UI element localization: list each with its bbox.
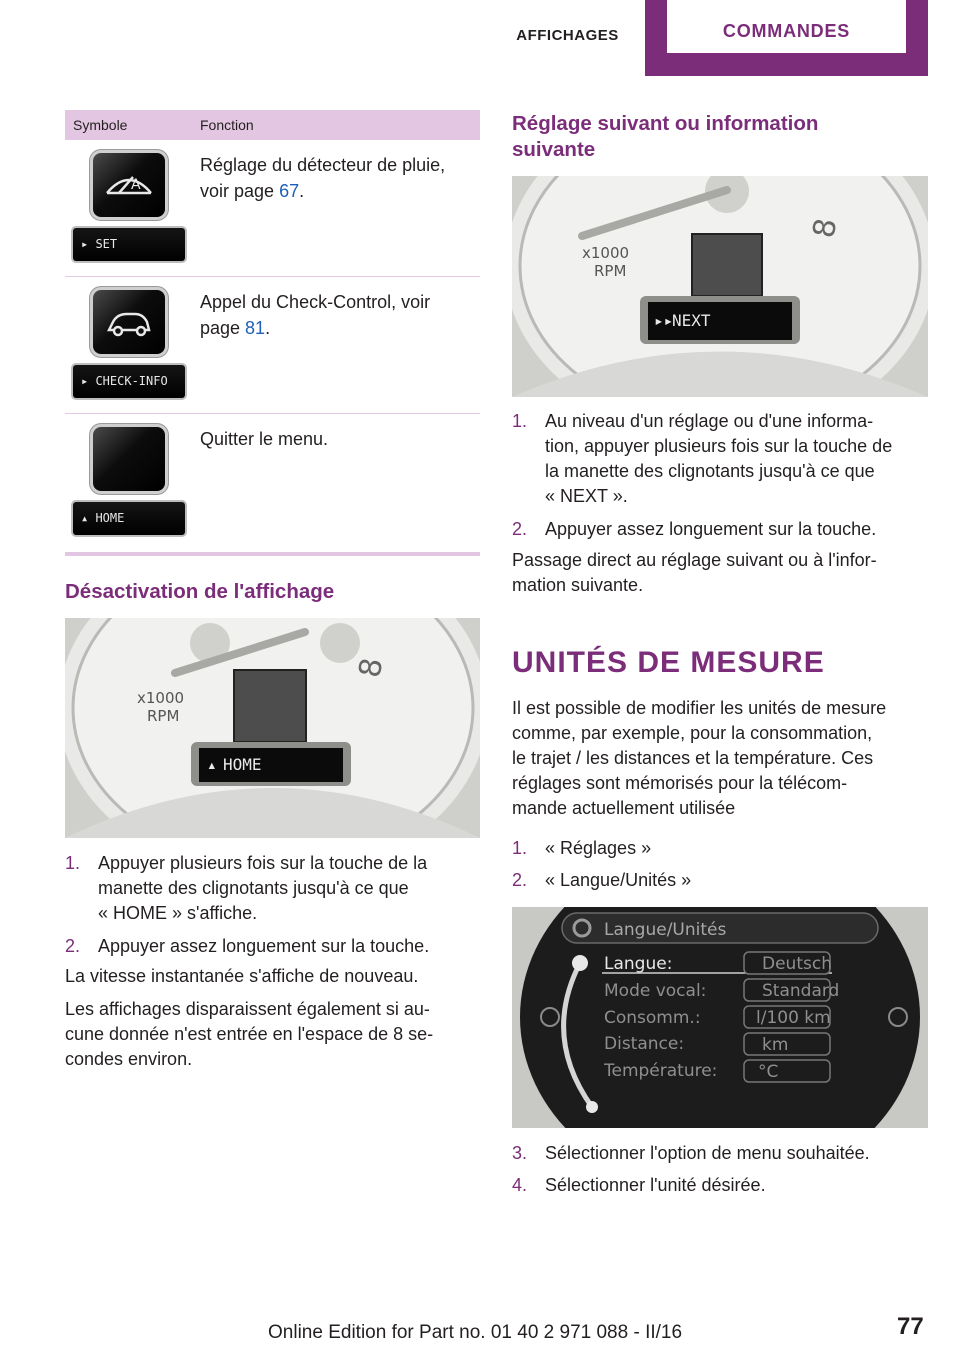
section-title-units: UNITÉS DE MESURE [512, 646, 825, 679]
list-item: 1. Au niveau d'un réglage ou d'une infor… [512, 411, 893, 506]
svg-text:km: km [762, 1035, 788, 1055]
section-title-deactivate: Désactivation de l'affichage [65, 580, 335, 603]
footer-edition: Online Edition for Part no. 01 40 2 971 … [268, 1322, 683, 1343]
svg-text:Standard: Standard [762, 981, 839, 1001]
list-item: 2. « Langue/Unités » [512, 870, 692, 890]
instrument-figure-next: x1000 RPM 8 ▸▸ NEXT [512, 176, 928, 397]
svg-text:l/100 km: l/100 km [756, 1008, 831, 1028]
svg-text:Langue:: Langue: [604, 954, 672, 974]
svg-text:RPM: RPM [594, 262, 626, 280]
svg-text:A: A [131, 177, 141, 193]
table-row: ▴ HOME Quitter le menu. [65, 414, 480, 556]
paragraph: Passage direct au réglage suivant ou à l… [512, 550, 877, 595]
list-item: 2. Appuyer assez longuement sur la touch… [65, 936, 430, 956]
symbol-table: Symbole Fonction A ▸ SET Réglage du déte… [65, 110, 480, 556]
function-text: Réglage du détecteur de pluie, voir page… [200, 155, 446, 201]
table-header: Symbole Fonction [65, 110, 480, 140]
svg-text:▴: ▴ [207, 755, 217, 774]
list-item: 1. « Réglages » [512, 838, 652, 858]
svg-text:RPM: RPM [147, 707, 179, 725]
table-row: A ▸ SET Réglage du détecteur de pluie, v… [65, 140, 480, 277]
paragraph: Il est possible de modifier les unités d… [512, 698, 887, 818]
page-number: 77 [897, 1313, 924, 1340]
svg-text:▸▸: ▸▸ [654, 311, 673, 330]
list-item: 2. Appuyer assez longuement sur la touch… [512, 519, 877, 539]
rain-sensor-icon: A [93, 153, 165, 217]
svg-text:Température:: Température: [603, 1061, 717, 1081]
svg-text:Distance:: Distance: [604, 1034, 684, 1054]
list-item: 4. Sélectionner l'unité désirée. [512, 1175, 766, 1195]
display-check-info-label: ▸ CHECK-INFO [73, 365, 185, 398]
header-tab-chapter: COMMANDES [645, 0, 928, 76]
section-title-next: Réglage suivant ou information suivante [512, 112, 819, 161]
page-link[interactable]: 67 [279, 181, 300, 201]
units-screen-figure: Langue/Unités Langue: Mode vocal: Consom… [512, 907, 928, 1128]
table-row: ▸ CHECK-INFO Appel du Check-Control, voi… [65, 277, 480, 414]
display-set-label: ▸ SET [73, 228, 185, 261]
col-symbol-header: Symbole [73, 117, 128, 133]
svg-text:Consomm.:: Consomm.: [604, 1008, 701, 1028]
col-function-header: Fonction [200, 117, 254, 133]
svg-text:x1000: x1000 [582, 244, 629, 262]
function-text: Quitter le menu. [200, 429, 329, 449]
display-home-label: ▴ HOME [73, 502, 185, 535]
svg-text:NEXT: NEXT [672, 311, 711, 330]
function-text: Appel du Check-Control, voir page 81. [200, 292, 431, 338]
svg-text:Mode vocal:: Mode vocal: [604, 981, 706, 1001]
header-tab-section: AFFICHAGES [516, 27, 619, 44]
paragraph: La vitesse instantanée s'affiche de nouv… [65, 966, 419, 986]
paragraph: Les affichages disparaissent également s… [65, 999, 434, 1069]
list-item: 1. Appuyer plusieurs fois sur la touche … [65, 853, 428, 923]
svg-text:Deutsch: Deutsch [762, 954, 832, 974]
svg-text:°C: °C [758, 1062, 778, 1082]
svg-text:Langue/Unités: Langue/Unités [604, 920, 726, 940]
svg-text:x1000: x1000 [137, 689, 184, 707]
svg-text:HOME: HOME [223, 755, 262, 774]
instrument-figure-home: x1000 RPM 8 ▴ HOME [65, 618, 480, 838]
page-link[interactable]: 81 [245, 318, 266, 338]
car-check-icon [93, 290, 165, 354]
blank-button-icon [93, 427, 165, 491]
list-item: 3. Sélectionner l'option de menu souhait… [512, 1143, 870, 1163]
